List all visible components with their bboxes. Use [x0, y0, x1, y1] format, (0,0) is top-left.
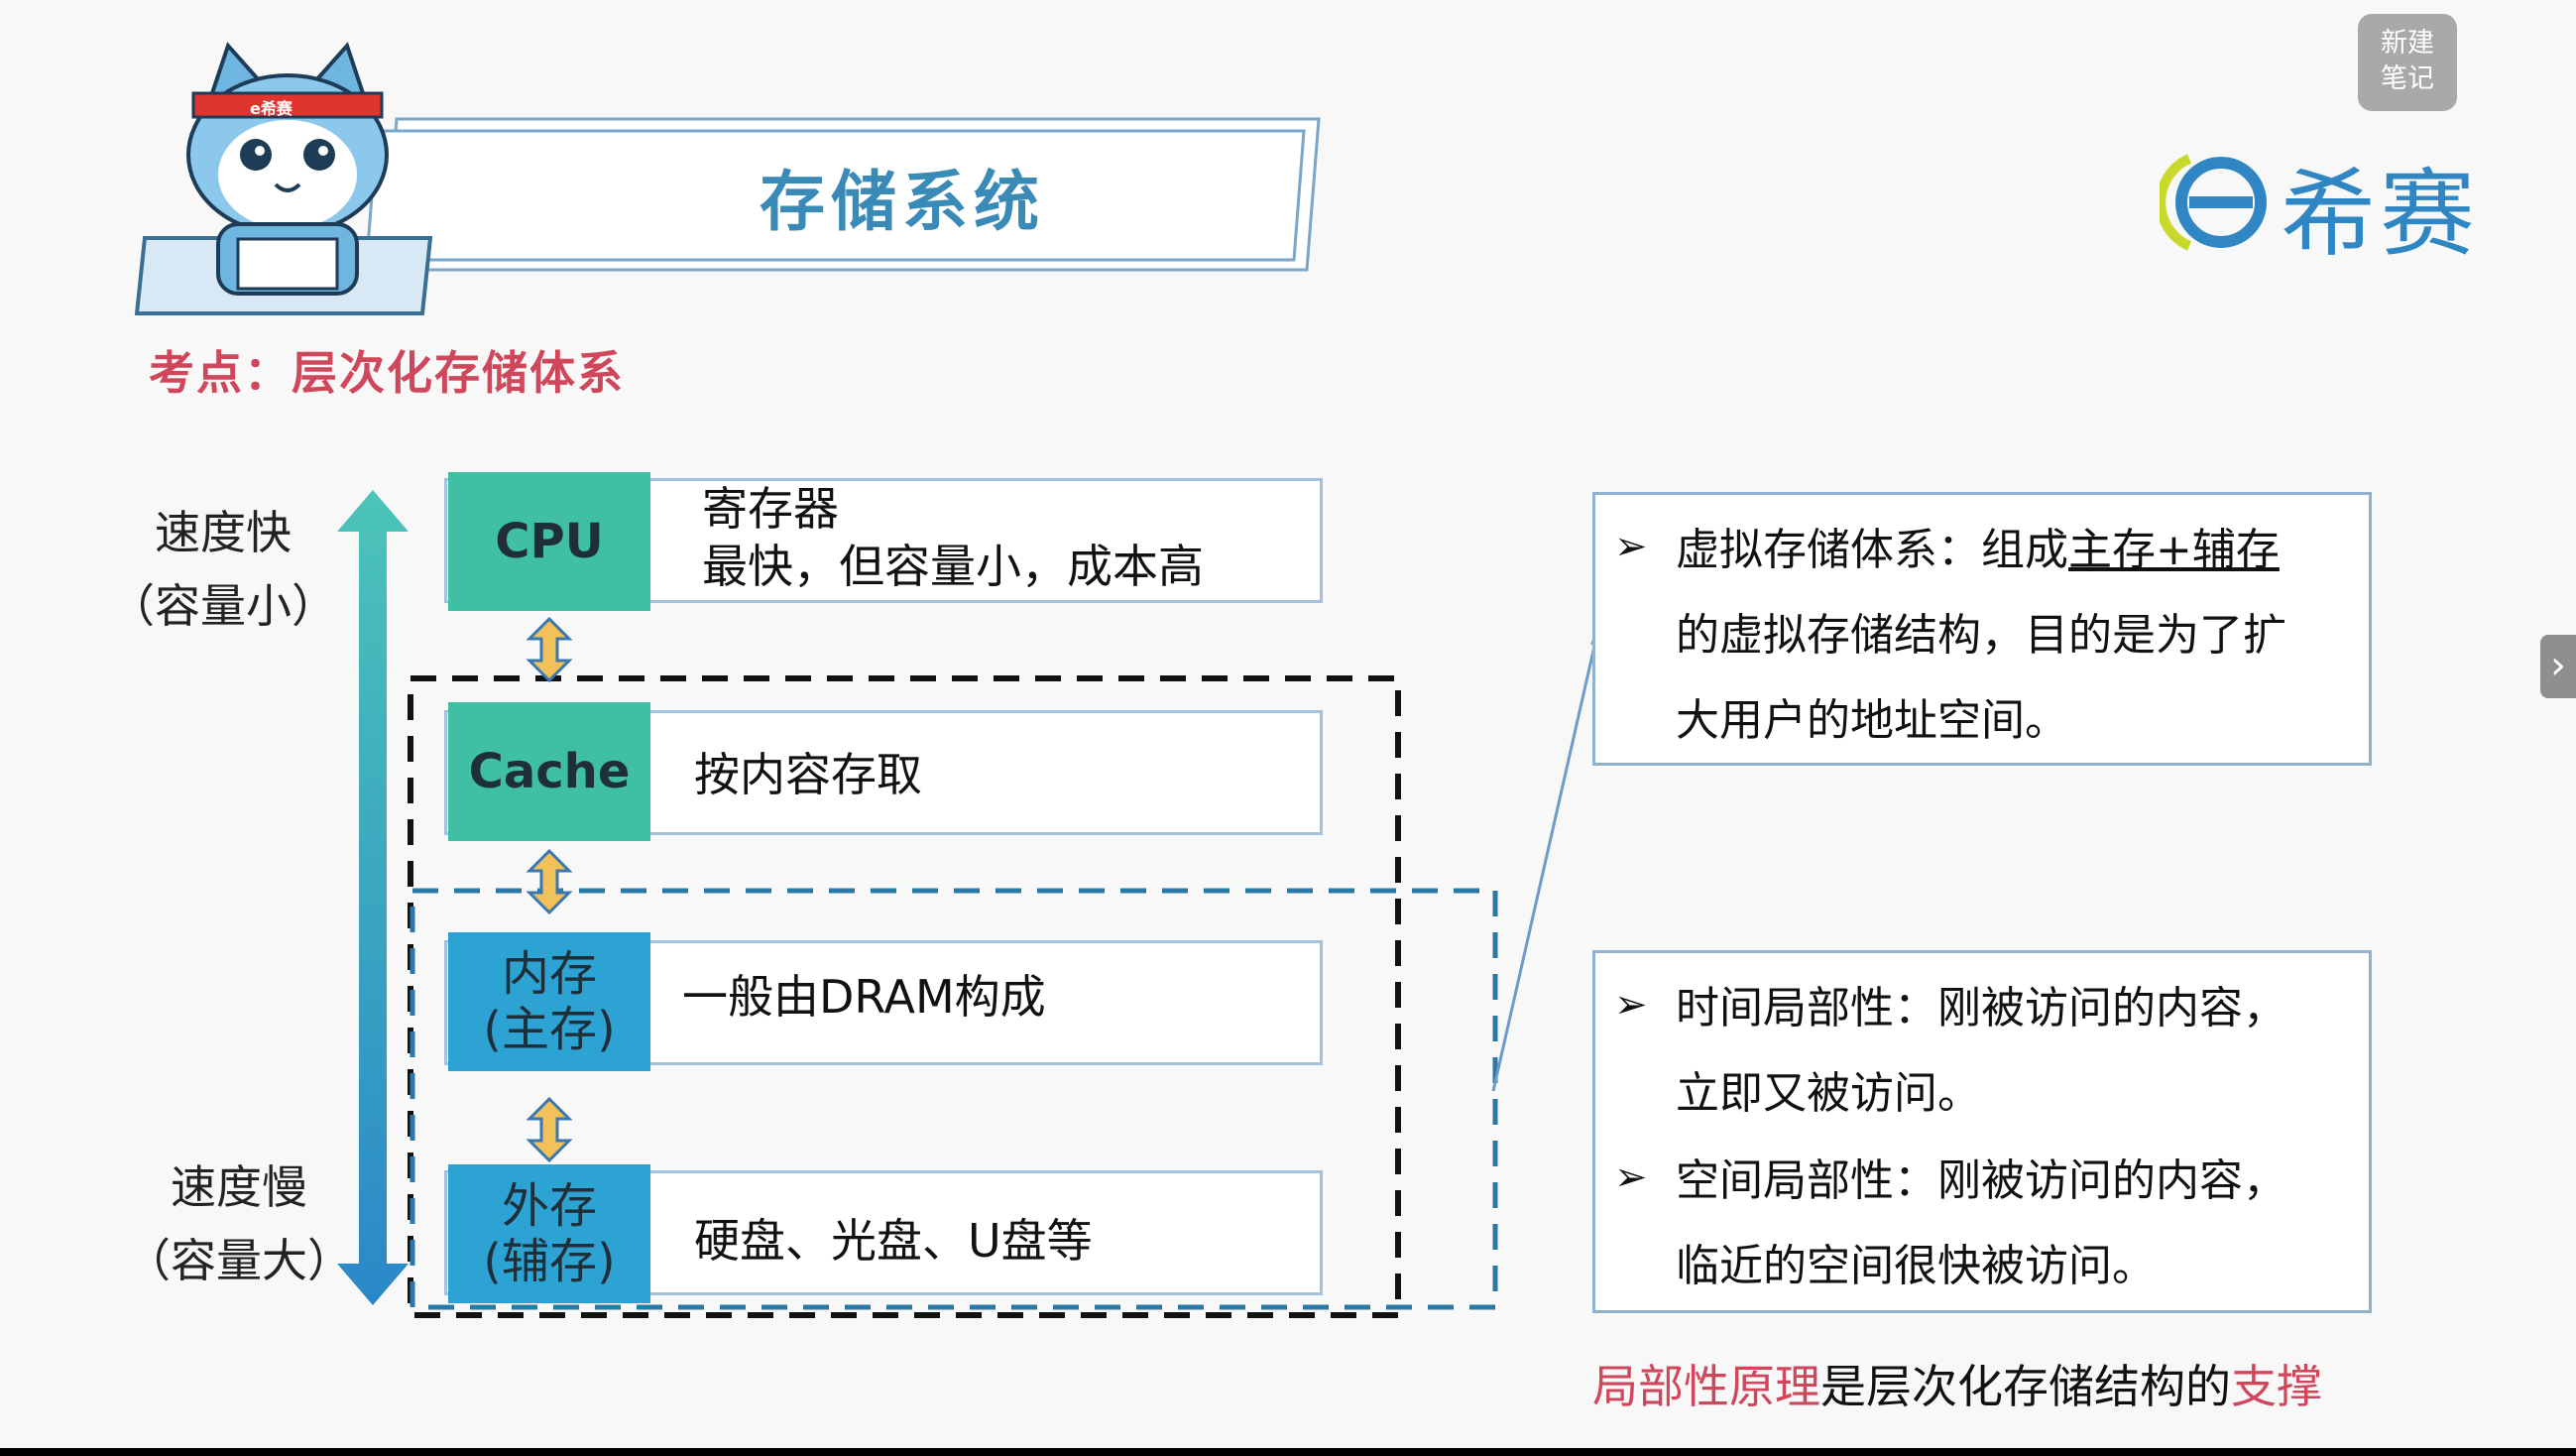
- new-note-label-2: 笔记: [2381, 63, 2434, 94]
- double-arrow-icon: [337, 490, 409, 1305]
- storage-tag-line2: (辅存): [483, 1234, 616, 1289]
- storage-desc: 硬盘、光盘、U盘等: [694, 1214, 1093, 1268]
- speed-fast-label: 速度快 （容量小）: [109, 496, 337, 643]
- cache-tag: Cache: [448, 702, 650, 841]
- temporal-line2: 立即又被访问。: [1676, 1068, 1981, 1119]
- hierarchy-dashed-frames: [408, 675, 1498, 1318]
- cpu-desc-line1: 寄存器: [702, 482, 839, 536]
- mascot-band-text: e希赛: [250, 99, 293, 118]
- virtual-storage-box: [1592, 492, 2372, 766]
- footer-part2: 是层次化存储结构的: [1820, 1360, 2231, 1413]
- logo-text: 希赛: [2281, 159, 2479, 270]
- storage-tag: 外存 (辅存): [448, 1164, 650, 1303]
- memory-desc: 一般由DRAM构成: [682, 970, 1046, 1024]
- speed-slow-label: 速度慢 （容量大）: [125, 1151, 353, 1297]
- temporal-line1: 时间局部性：刚被访问的内容，: [1676, 983, 2286, 1033]
- mascot-cat-icon: [186, 42, 389, 296]
- capacity-large-text: （容量大）: [125, 1234, 353, 1287]
- spatial-line1: 空间局部性：刚被访问的内容，: [1676, 1155, 2286, 1206]
- virtual-line3: 大用户的地址空间。: [1676, 695, 2068, 746]
- storage-tag-line1: 外存: [501, 1178, 597, 1234]
- memory-tag-line1: 内存: [501, 946, 597, 1002]
- memory-tag-line2: (主存): [483, 1002, 616, 1057]
- locality-box: [1592, 950, 2372, 1313]
- logo-e-icon: [2160, 154, 2267, 251]
- speed-fast-text: 速度快: [155, 506, 292, 559]
- new-note-label-1: 新建: [2381, 28, 2434, 59]
- bullet-arrow-icon: ➢: [1614, 1154, 1648, 1200]
- virtual-line1-b: 主存+辅存: [2068, 525, 2280, 575]
- footer-statement: 局部性原理是层次化存储结构的支撑: [1592, 1351, 2322, 1416]
- virtual-line1-a: 虚拟存储体系：组成: [1676, 525, 2068, 575]
- up-down-arrow-icon: [526, 849, 573, 914]
- bullet-arrow-icon: ➢: [1614, 524, 1648, 569]
- title-banner: [367, 117, 1321, 272]
- cpu-desc: 寄存器 最快，但容量小，成本高: [702, 480, 1204, 595]
- speed-slow-text: 速度慢: [171, 1160, 307, 1214]
- up-down-arrow-icon: [526, 617, 573, 682]
- spatial-line2: 临近的空间很快被访问。: [1676, 1241, 2156, 1291]
- exam-point: 考点：层次化存储体系: [149, 346, 625, 400]
- chevron-right-icon: ›: [2550, 643, 2566, 688]
- up-down-arrow-icon: [526, 1097, 573, 1162]
- virtual-line2: 的虚拟存储结构，目的是为了扩: [1676, 610, 2286, 661]
- footer-part1: 局部性原理: [1592, 1360, 1820, 1413]
- cpu-desc-line2: 最快，但容量小，成本高: [702, 540, 1204, 593]
- side-panel-toggle[interactable]: ›: [2540, 635, 2576, 698]
- capacity-small-text: （容量小）: [109, 579, 337, 633]
- page-title: 存储系统: [760, 164, 1045, 240]
- memory-tag: 内存 (主存): [448, 932, 650, 1071]
- new-note-button[interactable]: 新建 笔记: [2358, 14, 2457, 111]
- virtual-line1: 虚拟存储体系：组成主存+辅存: [1676, 508, 2280, 593]
- bullet-arrow-icon: ➢: [1614, 982, 1648, 1028]
- cache-desc: 按内容存取: [694, 748, 922, 801]
- footer-part3: 支撑: [2231, 1360, 2322, 1413]
- cpu-tag: CPU: [448, 472, 650, 611]
